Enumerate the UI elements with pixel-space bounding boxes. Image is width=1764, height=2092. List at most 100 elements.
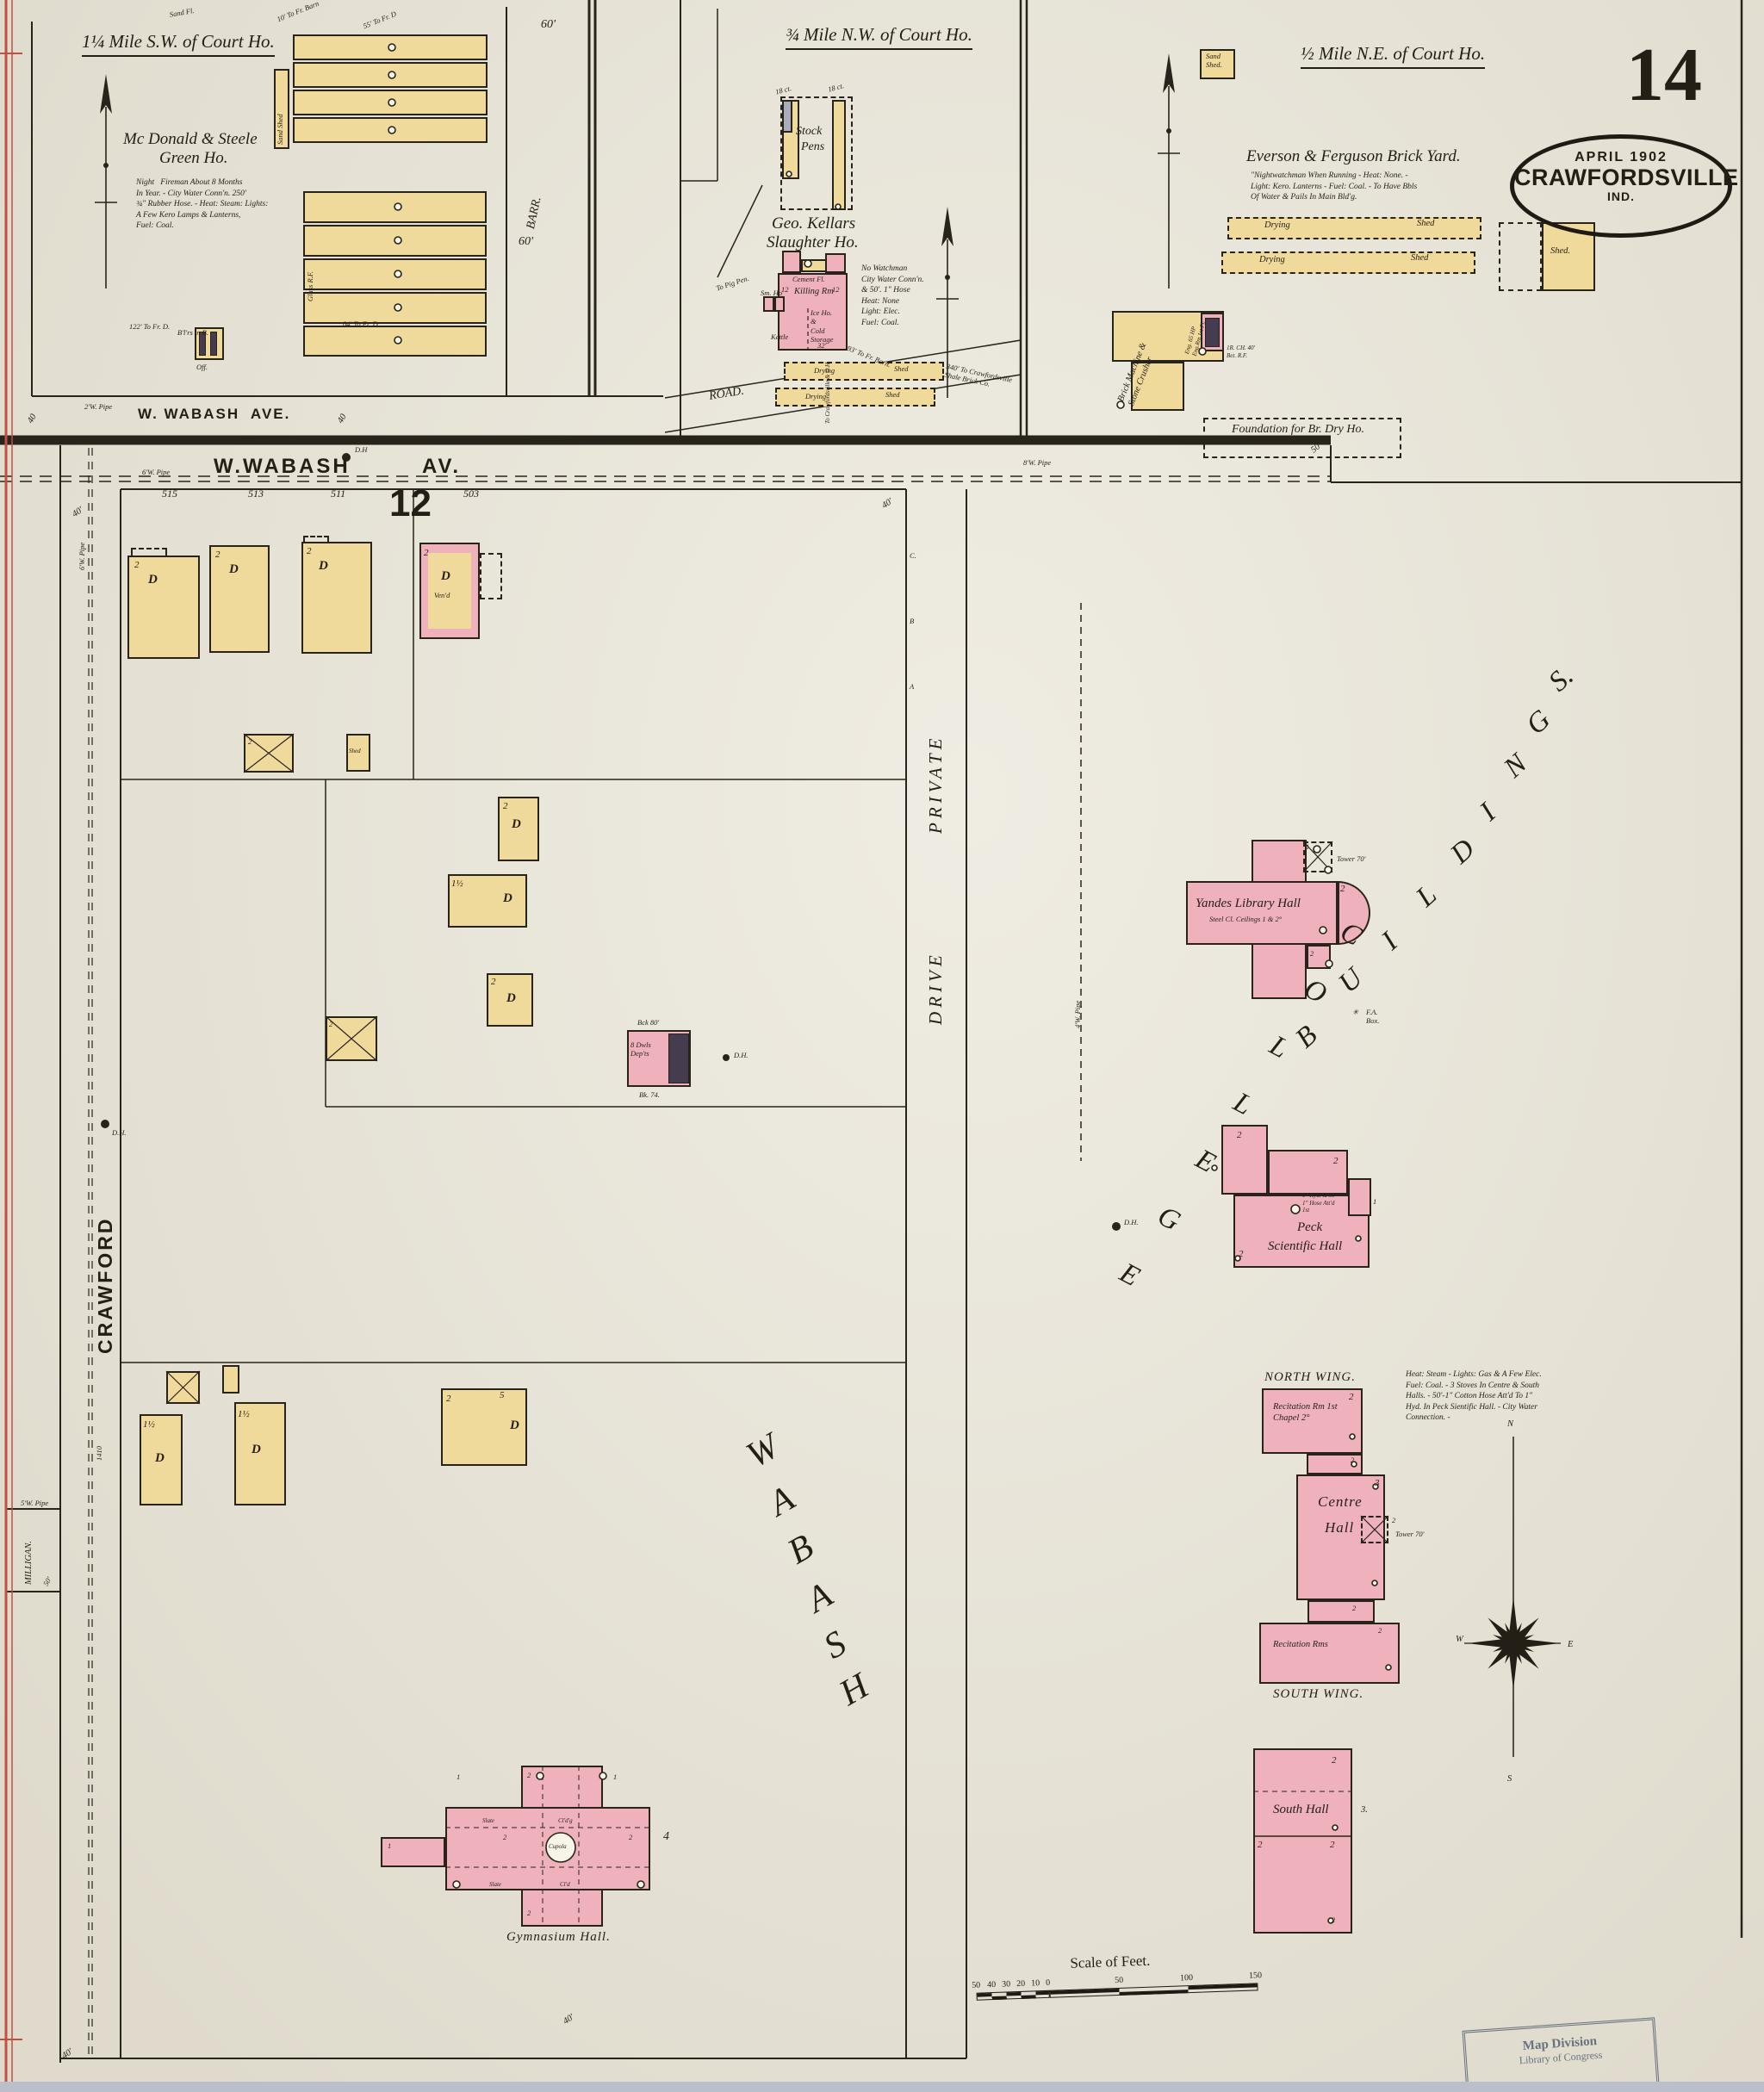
map-label: 60' xyxy=(541,18,556,31)
building xyxy=(782,251,801,273)
building xyxy=(1186,881,1338,945)
south-wing-recitation: Recitation Rms xyxy=(1273,1640,1328,1649)
street-private-drive: PRIVATE xyxy=(925,734,946,834)
greenhouse-notes: Night Fireman About 8 Months In Year. - … xyxy=(136,178,269,231)
map-label: 2 xyxy=(491,977,496,987)
building xyxy=(346,734,370,772)
building xyxy=(1233,1195,1370,1268)
map-label: F.A. Box. xyxy=(1366,1008,1380,1026)
map-label: 2 xyxy=(527,1771,531,1779)
street-wabash-ave-inset: W. WABASH AVE. xyxy=(138,406,291,422)
map-label: D xyxy=(148,573,158,587)
map-label: Kettle xyxy=(771,332,789,341)
map-label: Pens xyxy=(801,140,825,153)
map-label: 2 xyxy=(1378,1626,1382,1635)
map-label: 2'W. Pipe xyxy=(84,402,113,411)
map-label: Tower 70' xyxy=(1337,854,1366,863)
inset-nw-title: ¾ Mile N.W. of Court Ho. xyxy=(786,24,972,50)
building xyxy=(1227,217,1481,239)
map-label: 1410 xyxy=(95,1446,103,1461)
scale-tick: 30 xyxy=(1002,1979,1011,1990)
map-label: DRIVE xyxy=(925,951,946,1025)
building xyxy=(209,545,270,653)
map-label: D xyxy=(506,991,516,1005)
map-label: Off. xyxy=(196,363,208,371)
map-label: Green Ho. xyxy=(159,149,228,167)
building xyxy=(274,69,289,149)
oval-city: CRAWFORDSVILLE xyxy=(1514,165,1739,190)
map-label: D.H. xyxy=(734,1051,748,1059)
map-label: 1½ xyxy=(143,1419,155,1430)
map-label: Ice Ho. & Cold Storage xyxy=(811,308,834,345)
building xyxy=(1259,1623,1400,1684)
map-label: Slate xyxy=(489,1881,501,1888)
map-label: 2 xyxy=(248,737,252,746)
block-number: 12 xyxy=(389,482,432,525)
map-label: 2 xyxy=(527,1909,531,1917)
building xyxy=(778,273,848,351)
greenhouse-name: Mc Donald & Steele xyxy=(123,130,258,148)
map-label: 2 xyxy=(503,801,508,811)
map-label: 2 xyxy=(1333,1156,1339,1166)
compass-w: W xyxy=(1456,1635,1463,1644)
building xyxy=(1221,1125,1268,1195)
building xyxy=(1262,1388,1363,1454)
street-w-wabash: W.WABASH xyxy=(214,455,351,478)
building xyxy=(1203,418,1401,458)
sheet-number: 14 xyxy=(1626,34,1702,117)
map-label: D xyxy=(441,569,450,583)
map-label: 2 xyxy=(424,548,429,558)
brickyard-notes: "Nightwatchman When Running - Heat: None… xyxy=(1251,171,1418,202)
scale-tick: 150 xyxy=(1248,1971,1263,1981)
map-label: 511 xyxy=(331,487,346,500)
map-label: 8'W. Pipe xyxy=(1023,458,1052,467)
map-label: 1 xyxy=(1373,1197,1377,1206)
building xyxy=(303,326,487,357)
map-label: Steel Cl. Ceilings 1 & 2° xyxy=(1209,915,1283,923)
map-label: 2 xyxy=(1258,1840,1263,1850)
building xyxy=(782,100,792,133)
map-label: Drying xyxy=(805,392,827,400)
building xyxy=(774,296,785,312)
map-label: Drying xyxy=(814,366,835,375)
map-label: Glass R.F. xyxy=(306,270,314,301)
title-oval: APRIL 1902 CRAWFORDSVILLE IND. xyxy=(1510,134,1739,238)
map-label: AV. xyxy=(422,455,462,478)
map-label: 6'W. Pipe xyxy=(78,542,86,570)
building xyxy=(784,362,944,381)
map-label: Cement Fl. xyxy=(792,275,825,283)
scale-tick: 50 xyxy=(1114,1975,1124,1986)
scale-bar-left xyxy=(976,1990,1050,2001)
scale-tick: 0 xyxy=(1045,1977,1051,1988)
map-label: 1R. CH. 40' Bet. R.F. xyxy=(1227,345,1255,359)
map-label: 12 xyxy=(781,285,789,294)
building xyxy=(1348,1178,1371,1216)
map-label: Stock xyxy=(796,125,823,138)
north-wing: NORTH WING. xyxy=(1264,1370,1357,1384)
map-label: 3. xyxy=(1361,1805,1368,1815)
map-label: Sand Shed xyxy=(276,114,284,145)
map-label: Shed xyxy=(885,390,900,399)
map-label: Ven'd xyxy=(434,591,450,599)
map-label: D xyxy=(229,562,239,576)
map-label: 2 xyxy=(329,1020,333,1028)
building xyxy=(668,1034,689,1083)
building xyxy=(1253,1748,1352,1934)
map-label: Slaughter Ho. xyxy=(767,233,859,251)
building xyxy=(234,1402,286,1505)
gymnasium-hall: Gymnasium Hall. xyxy=(506,1930,611,1944)
map-label: 122' To Fr. D. xyxy=(129,322,171,331)
scale-bar-right xyxy=(1049,1983,1258,1998)
map-label: Scientific Hall xyxy=(1268,1239,1343,1253)
map-label: Sm. Ho xyxy=(761,289,783,297)
building xyxy=(301,542,372,654)
map-label: 2 xyxy=(215,549,220,560)
scale-title: Scale of Feet. xyxy=(1070,1952,1151,1971)
map-label: Shed xyxy=(894,364,909,373)
oval-state: IND. xyxy=(1607,189,1635,204)
building xyxy=(775,388,935,407)
map-label: D xyxy=(512,817,521,831)
map-label: 6'W. Pipe xyxy=(142,468,171,476)
map-label: Drying xyxy=(1264,220,1290,230)
